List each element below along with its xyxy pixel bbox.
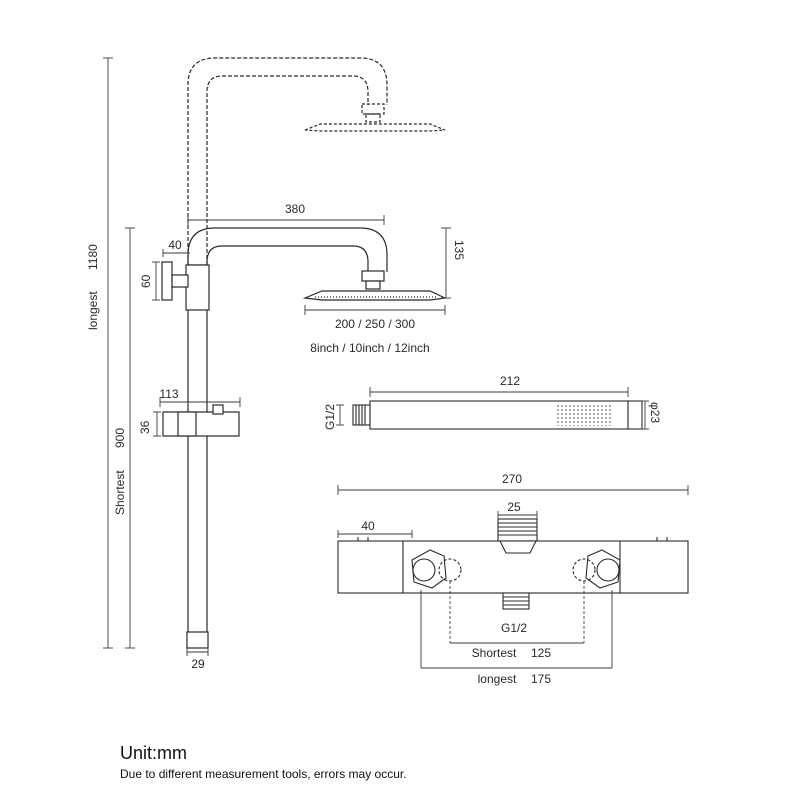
shower-column-drawing [161,57,448,649]
shortest-label: Shortest [113,470,127,515]
mixer-center-notch [499,540,537,554]
mixer-top-outlet-value: 25 [507,500,521,514]
mixer-top-outlet [497,518,538,542]
longest-value: 1180 [86,244,100,270]
wall-bracket-arm [171,274,189,288]
measurement-note: Due to different measurement tools, erro… [120,767,407,781]
shower-arm [187,227,388,272]
riser-upper-sleeve [185,264,210,311]
mixer-side-offset-value: 40 [361,519,375,533]
arm-connector [361,270,385,282]
arm-connector-lower [365,280,381,290]
mixer-longest-value: 175 [531,672,551,686]
ghost-connector-lower [365,113,381,123]
shower-head [302,290,448,301]
hand-shower-face [627,400,643,430]
ghost-connector [361,103,385,115]
arm-reach-value: 380 [285,202,305,216]
mixer-body [337,540,689,594]
shower-arm-inner [206,245,369,272]
mixer-longest-label: longest [478,672,517,686]
hand-shower-nozzle-grid [555,404,613,426]
head-sizes-mm: 200 / 250 / 300 [335,317,415,331]
bracket-offset-value: 40 [168,238,182,252]
mixer-valve-drawing [337,518,689,610]
head-sizes-inch: 8inch / 10inch / 12inch [310,341,429,355]
longest-label: longest [86,291,100,330]
longest-riser-ghost [187,57,388,265]
wall-bracket-plate [161,261,173,301]
mixer-total-length-value: 270 [502,472,522,486]
slider-width-value: 113 [159,387,178,401]
hand-shower-drawing [352,400,643,430]
riser-tube [187,264,208,636]
slider-clamp [177,411,197,437]
hand-shower-dimensions [336,387,649,430]
slider-body [162,411,240,437]
unit-label: Unit:mm [120,743,187,763]
mixer-valve-dimensions [337,485,689,669]
shortest-value: 900 [113,428,127,448]
mixer-shortest-value: 125 [531,646,551,660]
pipe-diameter-value: 29 [191,657,205,671]
ghost-shower-head [304,123,446,132]
shower-column-dimensions [103,57,451,656]
hand-shower-length-value: 212 [500,374,520,388]
hand-shower-thread-label: G1/2 [323,404,337,430]
bracket-height-value: 60 [139,274,153,288]
mixer-inlet-thread-label: G1/2 [501,621,527,635]
head-drop-value: 135 [452,240,466,260]
longest-riser-ghost-inner [206,75,369,265]
slider-height-value: 36 [138,420,152,434]
mixer-shortest-label: Shortest [472,646,517,660]
hand-shower-diameter-value: φ23 [648,402,662,423]
riser-bottom-cap [186,631,209,649]
slider-knob [212,404,224,415]
